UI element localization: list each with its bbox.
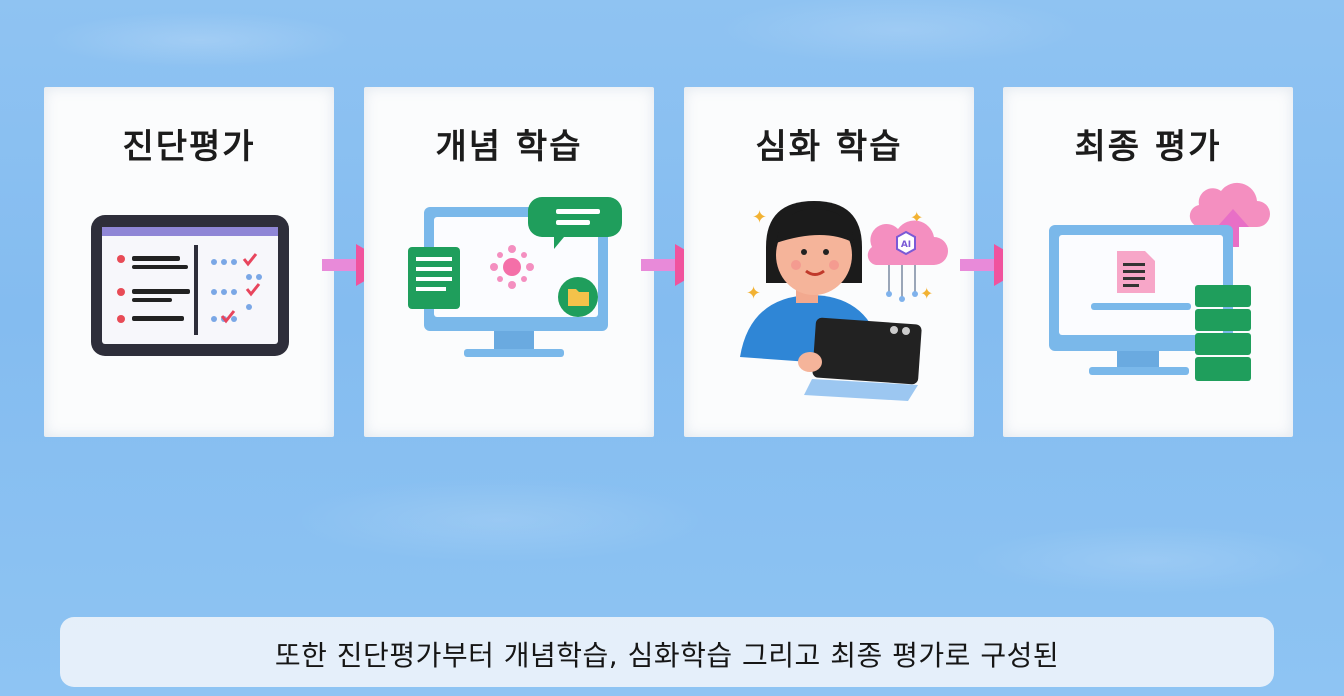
- subtitle-caption: 또한 진단평가부터 개념학습, 심화학습 그리고 최종 평가로 구성된: [274, 639, 1060, 672]
- step-title: 개념 학습: [435, 127, 583, 167]
- student-tablet-ai-icon: ✦ ✦ ✦ ✦ AI: [740, 201, 948, 401]
- step-title: 심화 학습: [755, 127, 903, 167]
- svg-text:✦: ✦: [752, 207, 767, 228]
- svg-text:✦: ✦: [920, 284, 933, 303]
- step-card-final: 최종 평가: [1003, 87, 1293, 437]
- tablet-quiz-icon: [91, 215, 289, 356]
- ai-badge: AI: [901, 240, 911, 250]
- svg-text:✦: ✦: [746, 283, 761, 304]
- step-title: 진단평가: [122, 127, 256, 167]
- step-title: 최종 평가: [1074, 127, 1222, 167]
- monitor-learning-icon: [408, 197, 622, 357]
- monitor-cloud-database-icon: [1049, 182, 1270, 381]
- step-card-diagnostic: 진단평가: [44, 87, 334, 437]
- step-card-concept: 개념 학습: [364, 87, 654, 437]
- step-card-advanced: 심화 학습 ✦ ✦ ✦ ✦ AI: [684, 87, 974, 437]
- caption-box: 또한 진단평가부터 개념학습, 심화학습 그리고 최종 평가로 구성된: [60, 617, 1274, 687]
